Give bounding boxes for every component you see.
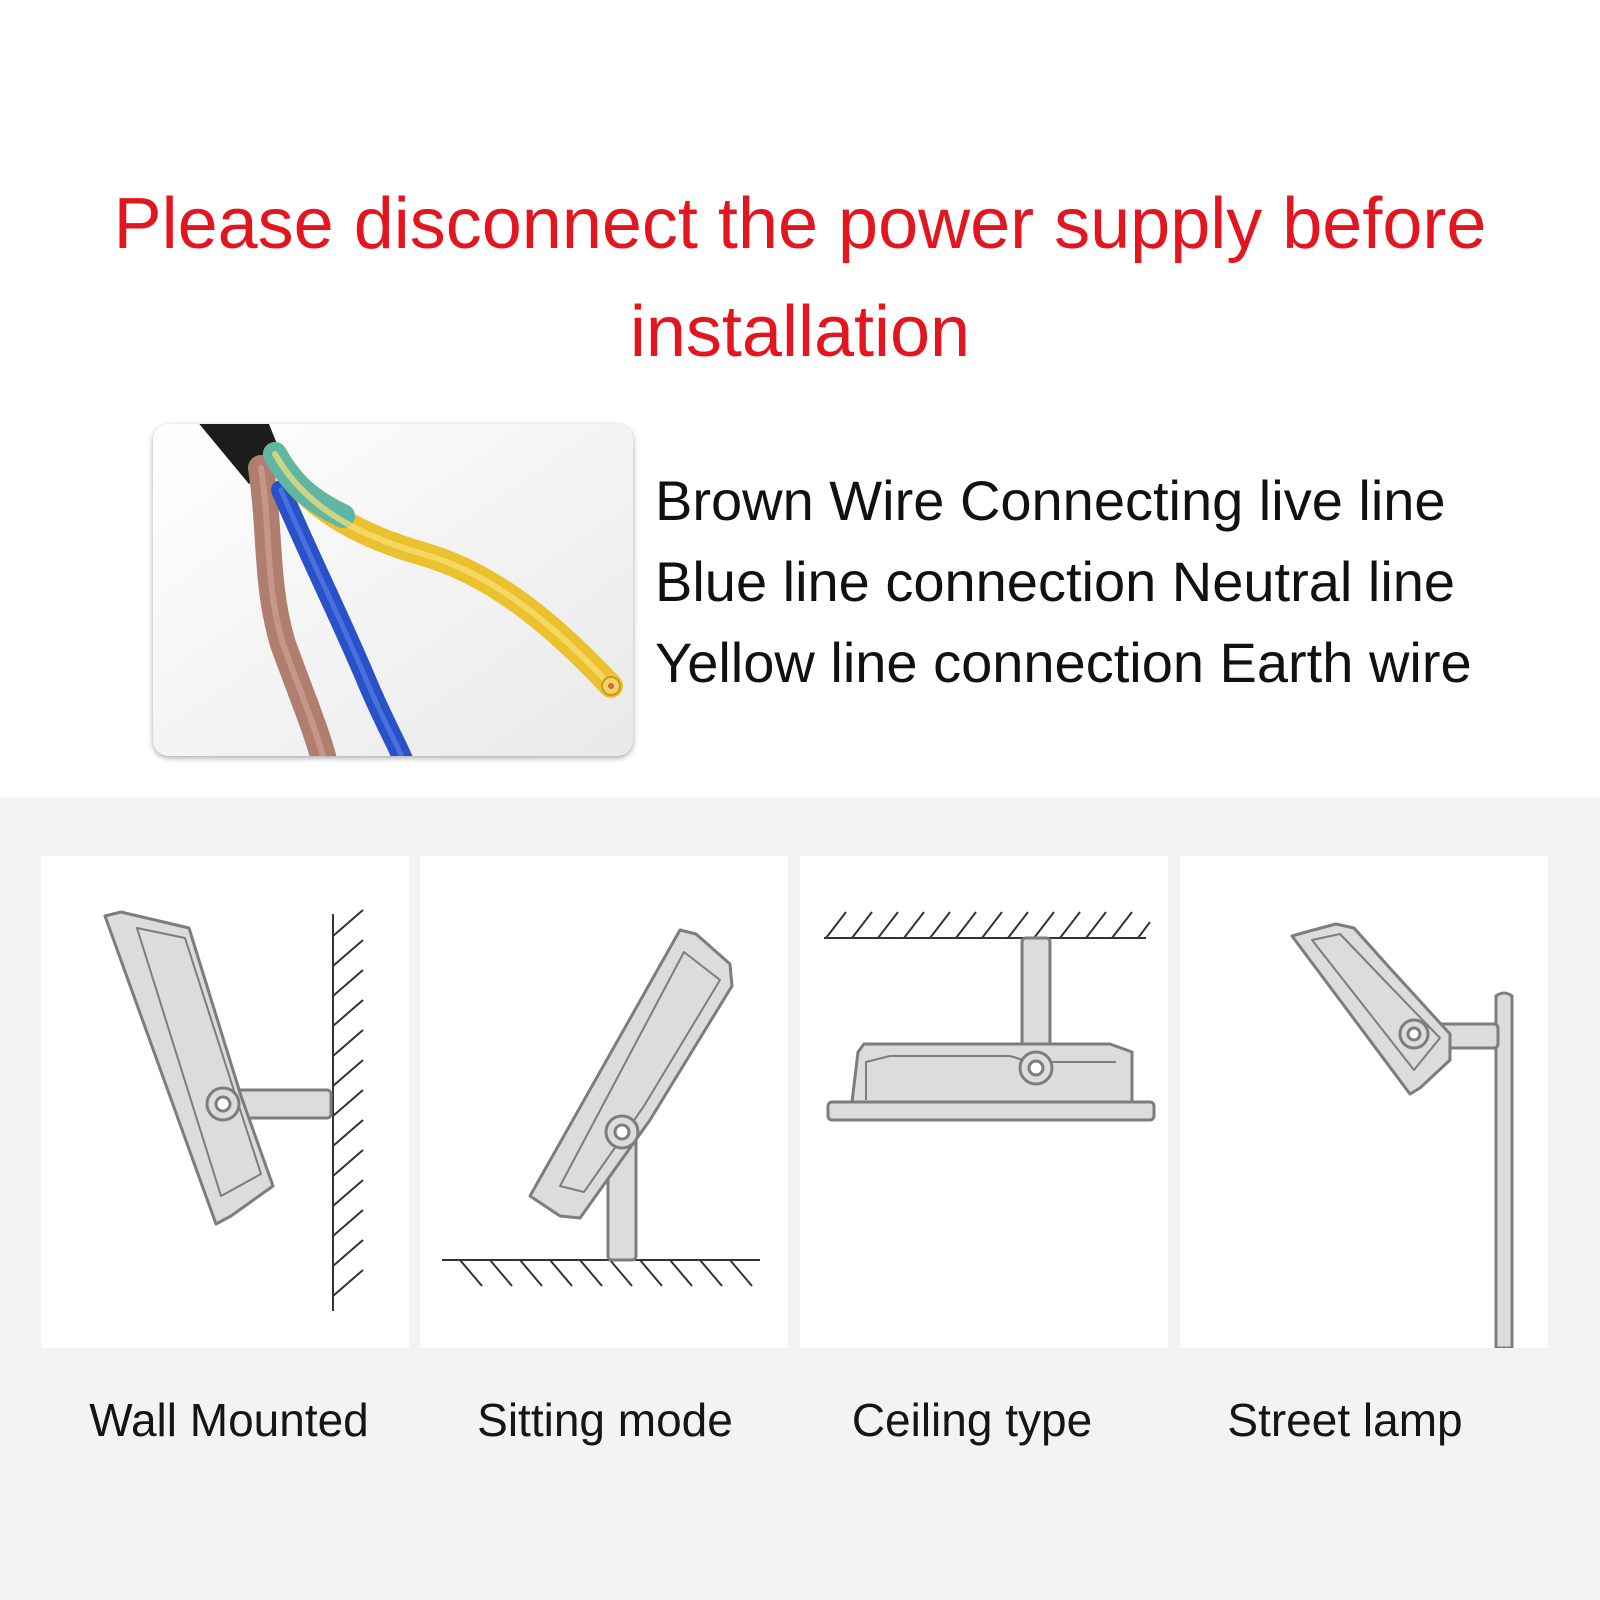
wall-mount-panel: [41, 856, 409, 1348]
street-lamp-caption: Street lamp: [1227, 1394, 1463, 1446]
ceiling-mount-icon: [824, 911, 1156, 1122]
brown-wire-label: Brown Wire Connecting live line: [655, 469, 1446, 532]
warning-line-2: installation: [629, 292, 971, 372]
wire-cable-photo: [153, 424, 633, 756]
pole-mount-icon: [1290, 922, 1514, 1348]
wire-legend: Brown Wire Connecting live line Blue lin…: [655, 460, 1595, 703]
blue-wire-label: Blue line connection Neutral line: [655, 550, 1456, 613]
pole-mount-panel: [1180, 856, 1548, 1348]
wall-mount-icon: [103, 909, 364, 1311]
ceiling-type-caption: Ceiling type: [851, 1394, 1093, 1446]
cable-illustration: [153, 424, 633, 756]
wall-mounted-caption: Wall Mounted: [89, 1394, 369, 1446]
floor-mount-panel: [420, 856, 788, 1348]
yellow-wire-label: Yellow line connection Earth wire: [655, 631, 1472, 694]
floor-mount-icon: [442, 928, 760, 1287]
warning-heading: Please disconnect the power supply befor…: [0, 170, 1600, 386]
sitting-mode-caption: Sitting mode: [477, 1394, 733, 1446]
warning-line-1: Please disconnect the power supply befor…: [113, 184, 1487, 264]
ceiling-mount-panel: [800, 856, 1168, 1348]
